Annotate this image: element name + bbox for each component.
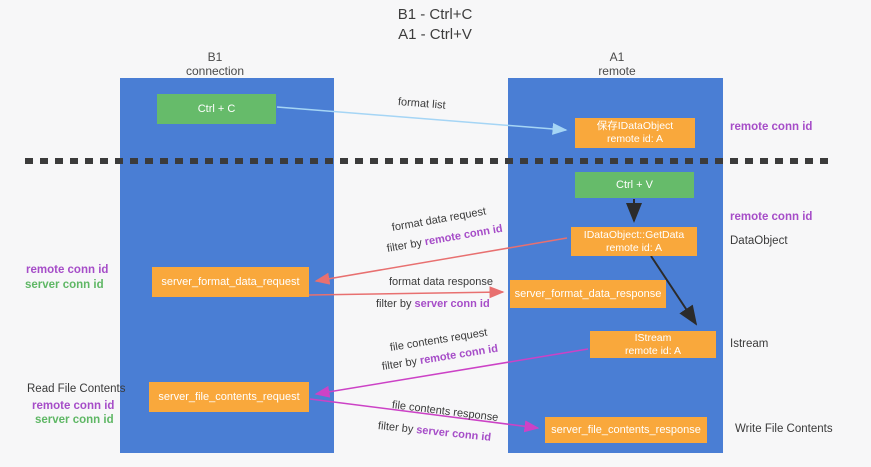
side-remote-conn-id-mid: remote conn id xyxy=(730,211,813,223)
side-dataobject: DataObject xyxy=(730,235,788,247)
format-data-response-arrow xyxy=(308,286,505,299)
server-conn-id-text: server conn id xyxy=(414,298,490,310)
node-server-file-contents-request: server_file_contents_request xyxy=(149,382,309,412)
node-server-file-contents-response-label: server_file_contents_response xyxy=(551,423,701,436)
title-line-1: B1 - Ctrl+C xyxy=(397,6,473,23)
side-write-file-contents: Write File Contents xyxy=(735,423,833,435)
node-server-format-data-response-label: server_format_data_response xyxy=(514,287,662,300)
side-remote-conn-id-top: remote conn id xyxy=(730,121,813,133)
side-left-server-conn-id-2: server conn id xyxy=(35,414,114,426)
label-format-data-response: format data response xyxy=(389,276,493,288)
node-idataobject-getdata: IDataObject::GetData remote id: A xyxy=(571,227,697,256)
file-contents-request-arrow xyxy=(314,348,589,398)
title-line-2: A1 - Ctrl+V xyxy=(398,26,472,43)
node-getdata-line1: IDataObject::GetData xyxy=(583,228,685,241)
side-left-remote-conn-id-1: remote conn id xyxy=(26,264,109,276)
lane-a1-subtitle: remote xyxy=(598,64,636,78)
lane-header-b1: B1 connection xyxy=(145,50,285,78)
side-istream: Istream xyxy=(730,338,769,350)
side-left-server-conn-id-1: server conn id xyxy=(25,279,104,291)
side-read-file-contents: Read File Contents xyxy=(27,383,126,395)
node-ctrl-v: Ctrl + V xyxy=(575,172,694,198)
node-ctrl-v-label: Ctrl + V xyxy=(616,178,653,191)
node-istream-line1: IStream xyxy=(634,331,672,344)
node-istream-line2: remote id: A xyxy=(624,344,682,357)
node-server-format-data-request-label: server_format_data_request xyxy=(161,275,300,288)
format-list-arrow xyxy=(276,106,568,135)
file-contents-response-arrow xyxy=(309,398,540,433)
node-server-file-contents-response: server_file_contents_response xyxy=(545,417,707,443)
node-server-format-data-request: server_format_data_request xyxy=(152,267,309,297)
lane-header-a1: A1 remote xyxy=(547,50,687,78)
side-left-remote-conn-id-2: remote conn id xyxy=(32,400,115,412)
diagram-title: B1 - Ctrl+C A1 - Ctrl+V xyxy=(335,5,535,45)
node-save-idataobject-line1: 保存IDataObject xyxy=(596,120,674,132)
node-istream: IStream remote id: A xyxy=(590,331,716,358)
lane-b1-subtitle: connection xyxy=(185,64,245,78)
getdata-to-istream-arrow xyxy=(650,255,698,326)
node-getdata-line2: remote id: A xyxy=(605,241,663,254)
node-server-format-data-response: server_format_data_response xyxy=(510,280,666,308)
node-save-idataobject: 保存IDataObject remote id: A xyxy=(575,118,695,148)
lane-b1-title: B1 xyxy=(207,50,223,64)
node-server-file-contents-request-label: server_file_contents_request xyxy=(158,390,300,403)
lane-a1-title: A1 xyxy=(609,50,625,64)
node-ctrl-c-label: Ctrl + C xyxy=(197,102,236,115)
node-save-idataobject-line2: remote id: A xyxy=(606,133,664,145)
session-separator-dashed-line xyxy=(25,158,833,164)
format-data-request-arrow xyxy=(314,237,568,285)
filter-by-text: filter by xyxy=(376,298,412,310)
node-ctrl-c: Ctrl + C xyxy=(157,94,276,124)
